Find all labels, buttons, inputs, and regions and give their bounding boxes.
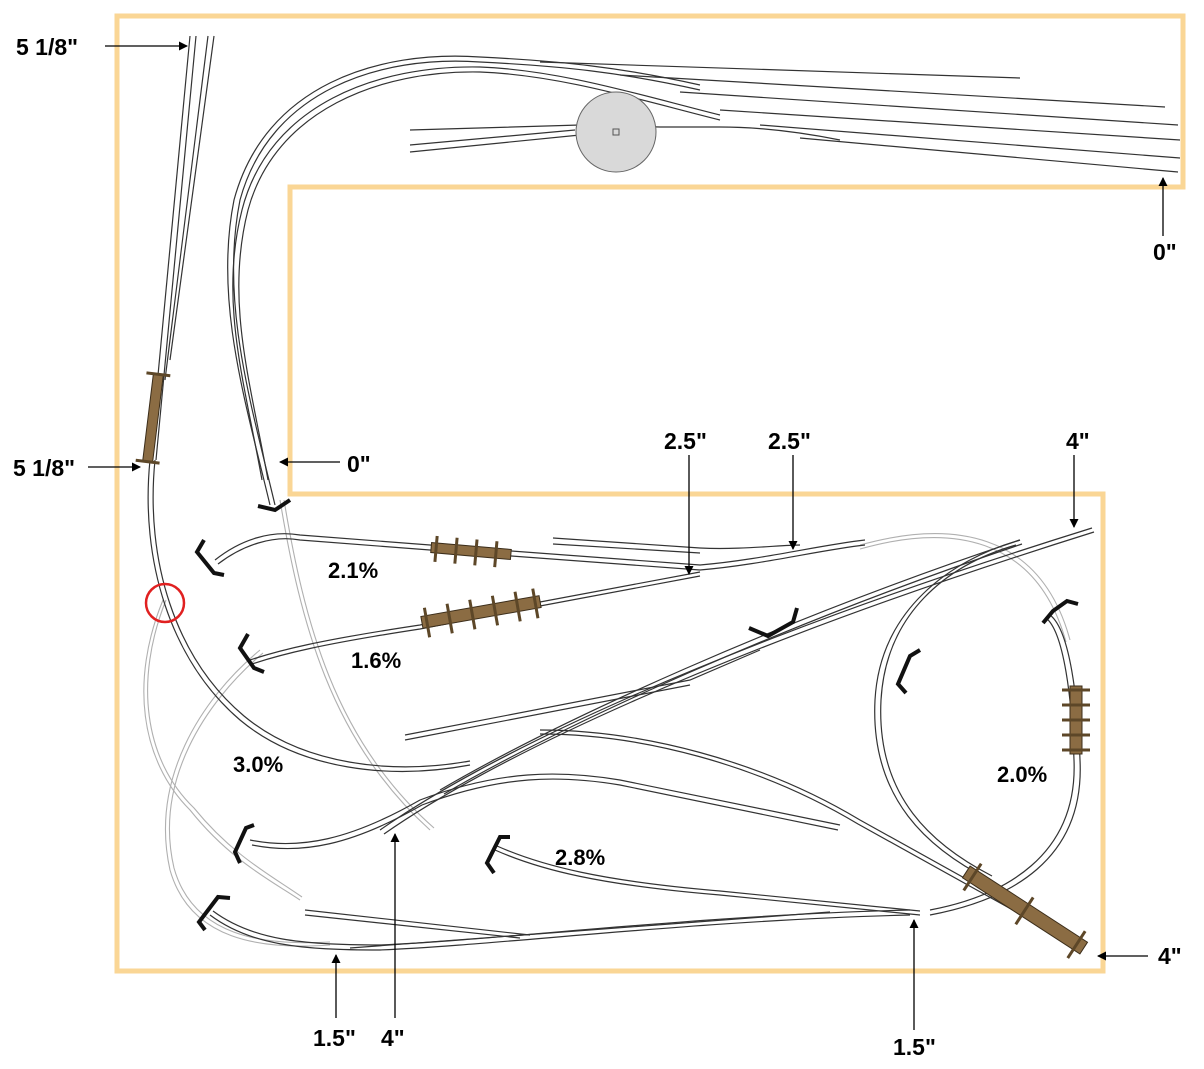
bottom-siding-3: [349, 911, 831, 949]
right-loop-inner: [874, 539, 1021, 881]
trestle-bridge-icon: [1062, 685, 1090, 755]
bottom-siding-2: [304, 914, 521, 939]
long-diagonal-2: [539, 733, 1084, 950]
grade-1-6-track-2: [251, 575, 701, 665]
grade-1-6-track: [249, 571, 701, 661]
hidden-track-loop: [143, 599, 301, 901]
grade-labels: 2.1% 1.6% 3.0% 2.8% 2.0%: [233, 558, 1047, 870]
grade-label: 2.1%: [328, 558, 378, 583]
siding-2-5: [552, 537, 801, 550]
grade-2-1-track: [214, 533, 866, 566]
yard-track-2: [619, 74, 1166, 108]
hidden-track-crossover: [279, 499, 431, 831]
upper-loop-outer: [232, 60, 701, 506]
diagonal-4in-main-3: [439, 539, 1021, 791]
track-bumper-group: [194, 498, 1079, 932]
elevation-label: 0": [1153, 239, 1177, 265]
turntable-lead-2: [409, 134, 581, 153]
grade-2-1-track-2: [217, 538, 866, 571]
track-bumper-icon: [257, 498, 292, 513]
spur-2-8-2: [251, 778, 839, 850]
hidden-track-helix: [165, 649, 331, 947]
hidden-track-loop-inner: [147, 599, 303, 898]
main-curve-left: [147, 459, 471, 772]
bottom-main: [209, 914, 911, 951]
hidden-track-helix-inner: [169, 652, 331, 944]
turntable-lead: [409, 124, 841, 141]
trestle-bridge-icon: [135, 371, 171, 465]
yard-track-5: [759, 124, 1181, 159]
trestle-bridge-icon: [420, 588, 542, 638]
staging-lead-left-2: [155, 35, 197, 461]
turntable-icon: [575, 91, 657, 173]
right-loop-inner-2: [880, 544, 1017, 877]
elevation-label: 4": [1158, 943, 1182, 969]
elevation-label: 2.5": [664, 428, 707, 454]
grade-label: 2.8%: [555, 845, 605, 870]
bottom-siding: [304, 909, 531, 936]
track-bumper-icon: [484, 835, 510, 875]
long-diagonal: [539, 729, 1086, 946]
hidden-track-right-loop-2: [859, 537, 1067, 643]
yard-track-1: [539, 61, 1021, 79]
upper-loop-inner-2: [232, 66, 721, 481]
track-2-8-2: [496, 845, 921, 912]
upper-loop-outer-2: [226, 55, 701, 506]
industry-spur-2: [404, 684, 691, 741]
elevation-label: 1.5": [893, 1034, 936, 1060]
spur-2-8: [249, 773, 841, 845]
elevation-labels: 5 1/8" 5 1/8" 0" 0" 2.5" 2.5" 4" 4" 1.5"…: [13, 34, 1182, 1060]
track-bumper-icon: [237, 633, 265, 674]
staging-lead-left-4: [169, 35, 215, 361]
elevation-label: 4": [381, 1025, 405, 1051]
upper-loop-inner: [238, 71, 721, 481]
trestle-bridge-icon: [430, 535, 512, 568]
grade-label: 2.0%: [997, 762, 1047, 787]
track-bumper-icon: [196, 894, 231, 932]
red-circle-marker-icon: [144, 582, 186, 624]
turntable-lead-3: [409, 129, 576, 146]
elevation-label: 5 1/8": [13, 455, 75, 481]
elevation-label: 0": [347, 451, 371, 477]
diagonal-4in-main-2: [383, 531, 1095, 835]
track-2-8: [494, 849, 921, 916]
hidden-track-group: [143, 499, 1071, 947]
trestle-bridge-icon: [961, 862, 1089, 959]
diagonal-4in-main: [379, 527, 1093, 831]
industry-spur: [404, 649, 761, 736]
grade-label: 3.0%: [233, 752, 283, 777]
siding-2-5-2: [552, 543, 701, 554]
grade-label: 1.6%: [351, 648, 401, 673]
yard-track-4: [719, 109, 1181, 141]
hidden-track-right-loop: [859, 533, 1071, 641]
track-bumper-icon: [895, 648, 922, 695]
track-bumper-icon: [194, 538, 225, 577]
track-bumper-icon: [1041, 598, 1079, 625]
bottom-main-2: [212, 909, 911, 946]
yard-track-3: [679, 91, 1179, 126]
elevation-label: 5 1/8": [16, 34, 78, 60]
yard-track-6: [799, 137, 1179, 173]
staging-lead-left-3: [164, 35, 209, 381]
elevation-label: 1.5": [313, 1025, 356, 1051]
track-bumper-icon: [748, 607, 799, 639]
elevation-label: 4": [1066, 428, 1090, 454]
visible-track-group: [147, 35, 1181, 951]
benchwork-outline: [114, 13, 1186, 974]
hidden-track-crossover-2: [283, 499, 435, 829]
main-curve-left-2: [152, 459, 471, 768]
elevation-label: 2.5": [768, 428, 811, 454]
elevation-leaders: [88, 41, 1168, 1030]
diagonal-4in-main-4: [443, 543, 1023, 795]
track-bumper-icon: [232, 823, 255, 864]
